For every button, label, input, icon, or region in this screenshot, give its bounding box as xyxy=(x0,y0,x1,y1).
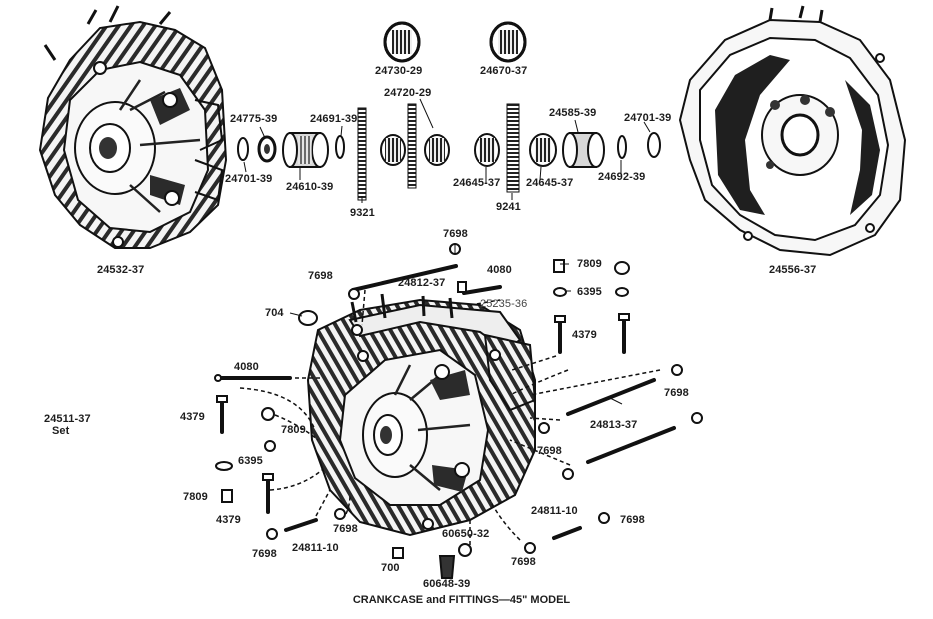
label-24775: 24775-39 xyxy=(230,113,278,125)
left-crankcase-half xyxy=(38,5,228,249)
studs-and-bolts xyxy=(216,264,676,540)
bearing-24645-a xyxy=(474,133,500,167)
washer-24691 xyxy=(335,135,345,159)
label-24645-a: 24645-37 xyxy=(453,177,501,189)
label-24811-left: 24811-10 xyxy=(292,542,339,554)
bearing-pair-24720 xyxy=(380,103,450,189)
label-7698-b: 7698 xyxy=(308,270,333,282)
roller-strip-right xyxy=(506,103,520,193)
set-number: 24511-37 xyxy=(44,413,91,425)
label-7809-mid: 7809 xyxy=(281,424,306,436)
label-24532: 24532-37 xyxy=(97,264,145,276)
label-24720: 24720-29 xyxy=(384,87,432,99)
bushing-24775 xyxy=(257,135,277,163)
label-7698-c: 7698 xyxy=(664,387,689,399)
washer-24692 xyxy=(617,135,627,159)
bearing-24645-b xyxy=(529,133,557,167)
label-7698-g: 7698 xyxy=(252,548,277,560)
label-24701-left: 24701-39 xyxy=(225,173,273,185)
label-700: 700 xyxy=(381,562,400,574)
label-7809-left: 7809 xyxy=(183,491,208,503)
label-24670: 24670-37 xyxy=(480,65,528,77)
label-24692: 24692-39 xyxy=(598,171,646,183)
label-4379-left: 4379 xyxy=(180,411,205,423)
thrust-washer-right xyxy=(647,132,661,158)
label-24811-right: 24811-10 xyxy=(531,505,578,517)
label-7698-e: 7698 xyxy=(333,523,358,535)
label-4379-top: 4379 xyxy=(572,329,597,341)
label-7809-top: 7809 xyxy=(577,258,602,270)
label-60650: 60650-32 xyxy=(442,528,490,540)
label-24701-top: 24701-39 xyxy=(624,112,672,124)
right-crankcase-half xyxy=(678,5,907,257)
label-60648: 60648-39 xyxy=(423,578,471,590)
label-7698-d: 7698 xyxy=(537,445,562,457)
label-6395-top: 6395 xyxy=(577,286,602,298)
label-24645-b: 24645-37 xyxy=(526,177,574,189)
dashed-leader-lines xyxy=(239,289,661,545)
thrust-washer-left xyxy=(237,137,249,161)
bottom-leader-lines xyxy=(289,244,623,405)
label-24812: 24812-37 xyxy=(398,277,446,289)
label-24730: 24730-29 xyxy=(375,65,423,77)
label-24691: 24691-39 xyxy=(310,113,358,125)
label-24610: 24610-39 xyxy=(286,181,334,193)
set-suffix: Set xyxy=(52,425,70,437)
label-24585: 24585-39 xyxy=(549,107,597,119)
label-7698-a: 7698 xyxy=(443,228,468,240)
figure-caption: CRANKCASE and FITTINGS—45" MODEL xyxy=(0,594,933,606)
small-fittings xyxy=(214,243,703,579)
roller-bearing-24670 xyxy=(489,21,527,63)
label-9241: 9241 xyxy=(496,201,521,213)
label-7698-f: 7698 xyxy=(620,514,645,526)
label-4080-top: 4080 xyxy=(487,264,512,276)
label-4379-low: 4379 xyxy=(216,514,241,526)
label-9321: 9321 xyxy=(350,207,375,219)
roller-strip-left xyxy=(357,107,367,201)
label-24813: 24813-37 xyxy=(590,419,638,431)
bearing-race-24585 xyxy=(562,132,605,168)
crankcase-assembly xyxy=(306,293,537,537)
label-24556: 24556-37 xyxy=(769,264,817,276)
label-25235: 25235-36 xyxy=(480,298,528,310)
middle-leader-lines xyxy=(243,98,651,203)
label-704: 704 xyxy=(265,307,284,319)
bearing-race-24610 xyxy=(282,132,329,168)
label-7698-h: 7698 xyxy=(511,556,536,568)
label-6395-left: 6395 xyxy=(238,455,263,467)
roller-bearing-24730 xyxy=(383,21,421,63)
label-4080-left: 4080 xyxy=(234,361,259,373)
caption-text: CRANKCASE and FITTINGS—45" MODEL xyxy=(352,594,571,606)
